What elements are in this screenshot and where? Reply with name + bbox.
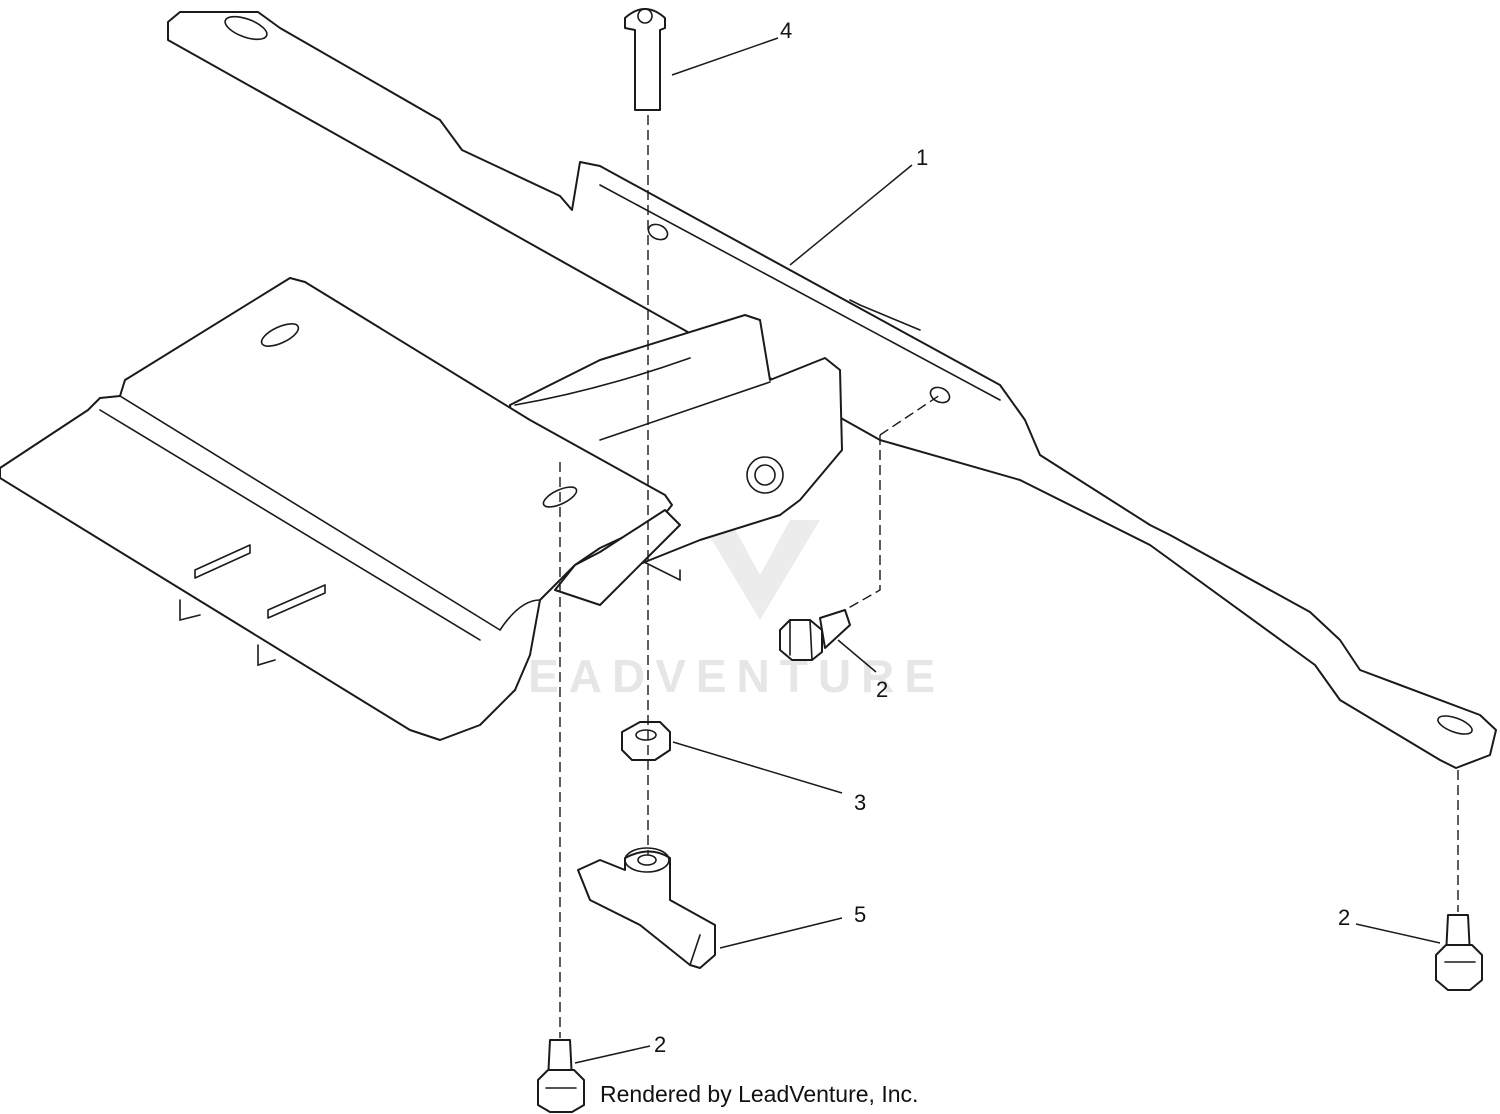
callout-1: 1 — [916, 145, 928, 170]
part-2-bolt-upper — [779, 609, 851, 661]
part-5-knob — [577, 847, 716, 969]
part-4-bolt — [624, 8, 666, 111]
assembly-lines — [559, 115, 1459, 1038]
callout-5: 5 — [854, 902, 866, 927]
part-1-mounting-plate — [0, 277, 681, 741]
part-2-bolt-right — [1435, 914, 1483, 991]
callout-2-bottom: 2 — [654, 1032, 666, 1057]
footer-credit: Rendered by LeadVenture, Inc. — [600, 1081, 918, 1107]
callout-3: 3 — [854, 790, 866, 815]
callout-2-right: 2 — [1338, 905, 1350, 930]
part-3-nut — [621, 721, 671, 761]
callout-2-upper: 2 — [876, 677, 888, 702]
watermark-logo-icon — [700, 520, 820, 620]
part-2-bolt-bottom — [537, 1039, 585, 1113]
leader-lines — [574, 37, 1441, 1064]
callout-4: 4 — [780, 18, 792, 43]
